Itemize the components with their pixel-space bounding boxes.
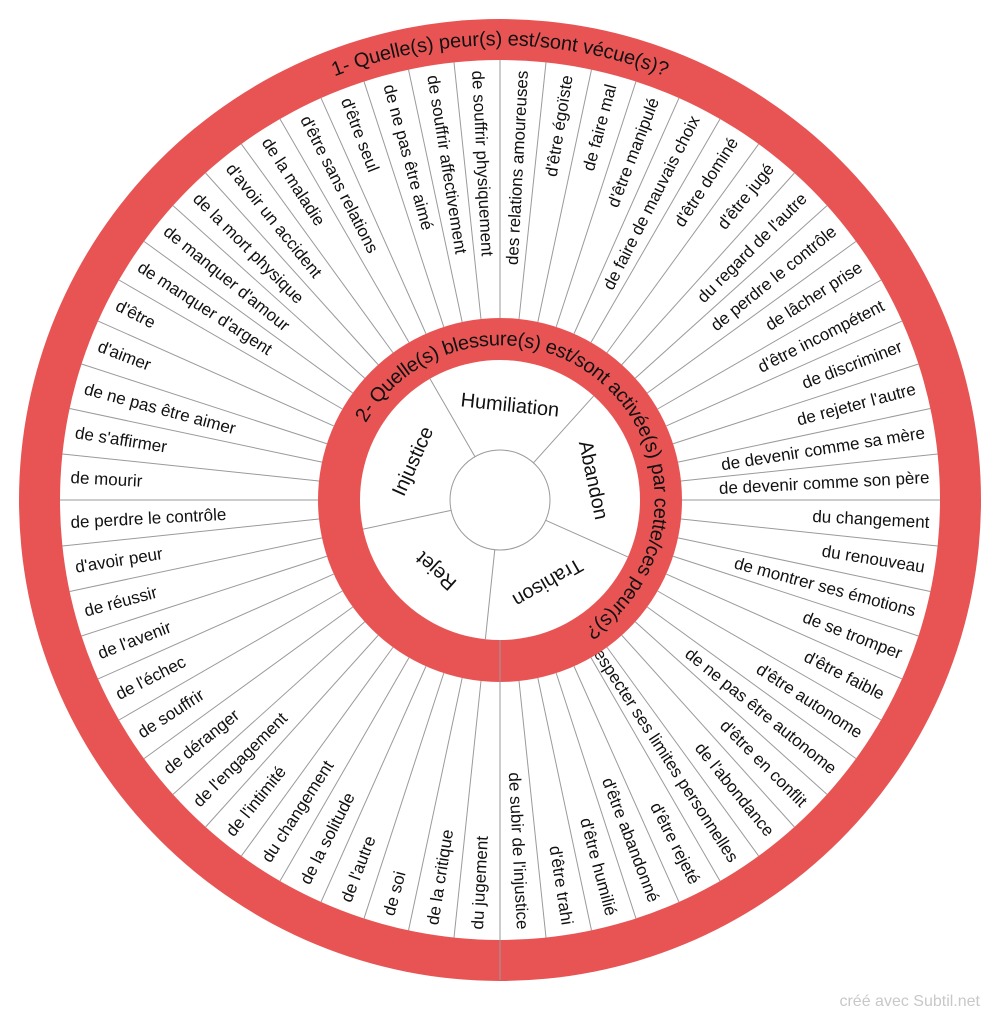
wound-divider	[484, 549, 496, 640]
center-hub	[449, 449, 551, 551]
fear-divider	[143, 240, 354, 394]
wound-dividers	[362, 378, 629, 640]
fear-divider	[69, 408, 323, 463]
wound-divider	[362, 509, 452, 530]
fear-divider	[320, 97, 427, 334]
fear-divider	[81, 363, 328, 445]
fear-divider	[279, 118, 410, 343]
wound-divider	[545, 519, 629, 558]
fear-divider	[590, 118, 721, 343]
fear-divider	[518, 62, 547, 320]
fear-divider	[205, 172, 379, 366]
fear-divider	[666, 573, 903, 680]
fear-divider	[680, 453, 938, 482]
fear-divider	[518, 680, 547, 938]
fear-divider	[453, 680, 482, 938]
fear-dividers	[60, 60, 940, 940]
fear-divider	[537, 69, 592, 323]
fear-divider	[240, 646, 394, 857]
fear-divider	[537, 677, 592, 931]
fear-divider	[363, 81, 445, 328]
fear-divider	[143, 606, 354, 760]
fear-divider	[97, 320, 334, 427]
fear-divider	[573, 97, 680, 334]
fear-label[interactable]: de mourir	[70, 468, 143, 491]
fear-divider	[453, 62, 482, 320]
fear-divider	[408, 677, 463, 931]
fear-divider	[646, 240, 857, 394]
fear-divider	[573, 666, 680, 903]
fear-divider	[672, 555, 919, 637]
fear-divider	[606, 143, 760, 354]
fear-divider	[81, 555, 328, 637]
fear-divider	[621, 634, 795, 828]
fear-divider	[172, 205, 366, 379]
fear-divider	[666, 320, 903, 427]
fear-divider	[646, 606, 857, 760]
fear-divider	[320, 666, 427, 903]
fear-divider	[118, 279, 343, 410]
fear-divider	[69, 537, 323, 592]
fear-divider	[657, 590, 882, 721]
fear-divider	[657, 279, 882, 410]
fear-divider	[118, 590, 343, 721]
wound-divider	[429, 378, 476, 457]
fear-divider	[62, 453, 320, 482]
fear-divider	[240, 143, 394, 354]
fear-divider	[408, 69, 463, 323]
fear-divider	[606, 646, 760, 857]
fear-divider	[172, 621, 366, 795]
fear-label[interactable]: du jugement	[468, 835, 492, 930]
fear-divider	[621, 172, 795, 366]
fear-divider	[363, 672, 445, 919]
fear-divider	[97, 573, 334, 680]
fear-divider	[279, 657, 410, 882]
fear-divider	[555, 81, 637, 328]
fear-divider	[677, 537, 931, 592]
credit-text: créé avec Subtil.net	[839, 993, 980, 1010]
fear-divider	[680, 518, 938, 547]
fear-divider	[634, 621, 828, 795]
fear-divider	[677, 408, 931, 463]
fear-divider	[672, 363, 919, 445]
wound-divider	[533, 395, 595, 464]
fear-divider	[590, 657, 721, 882]
fear-divider	[634, 205, 828, 379]
fear-divider	[555, 672, 637, 919]
fear-divider	[62, 518, 320, 547]
fear-divider	[205, 634, 379, 828]
